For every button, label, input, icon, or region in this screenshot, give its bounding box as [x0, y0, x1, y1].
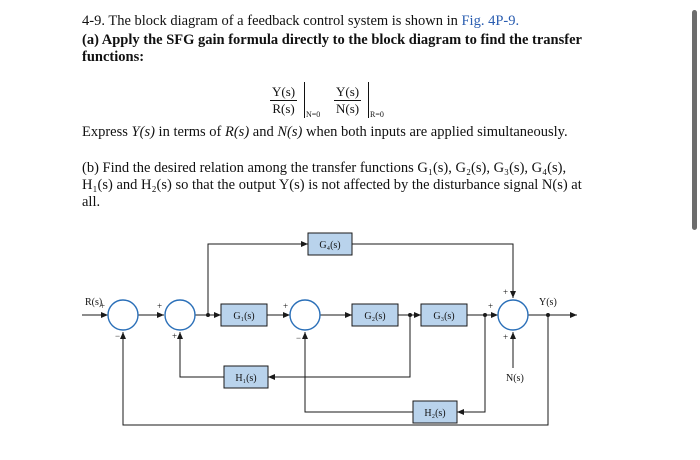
sign-j1-input: +	[100, 301, 105, 311]
scrollbar-thumb[interactable]	[692, 10, 697, 230]
summing-junction-4	[497, 299, 529, 331]
block-g3	[420, 303, 468, 327]
branch-point	[408, 313, 412, 317]
branch-point	[483, 313, 487, 317]
signal-input-label: R(s)	[85, 297, 102, 308]
sign-j2-feedback: +	[172, 331, 177, 341]
part-b-text: (b) Find the desired relation among the …	[82, 160, 582, 210]
problem-statement: 4-9. The block diagram of a feedback con…	[82, 13, 519, 30]
block-g2-label: G₂(s)	[364, 311, 385, 322]
wire-h1-j2	[177, 332, 224, 378]
signal-disturbance-label: N(s)	[506, 373, 524, 384]
block-g3-label: G₃(s)	[433, 311, 454, 322]
block-h1	[223, 365, 269, 389]
wire-to-h2	[457, 315, 486, 415]
part-a-text: (a) Apply the SFG gain formula directly …	[82, 32, 582, 65]
summing-junction-1	[107, 299, 139, 331]
figure-reference-link[interactable]: Fig. 4P-9.	[461, 13, 520, 29]
express-ns: N(s)	[277, 124, 303, 140]
block-g2	[351, 303, 399, 327]
sign-j3-feedback: −	[296, 333, 301, 343]
wire-outer-feedback	[120, 315, 549, 426]
sign-j2-input: +	[157, 301, 162, 311]
block-h2-label: H₂(s)	[424, 408, 445, 419]
wire-to-g4	[207, 241, 308, 315]
evaluation-bar	[368, 82, 369, 118]
block-g4	[307, 232, 353, 256]
sign-j4-bottom: +	[503, 332, 508, 342]
block-h1-label: H₁(s)	[235, 373, 256, 384]
wire-g4-j4	[352, 243, 516, 298]
problem-number: 4-9.	[82, 13, 105, 29]
fraction-denominator: R(s)	[272, 101, 295, 116]
evaluation-bar	[304, 82, 305, 118]
express-text: Express Y(s) in terms of R(s) and N(s) w…	[82, 124, 582, 141]
block-g1-label: G₁(s)	[233, 311, 254, 322]
wire-to-h1	[268, 315, 411, 380]
condition-r-zero: R=0	[370, 110, 384, 119]
sign-j1-feedback: −	[115, 331, 120, 341]
fraction-numerator: Y(s)	[334, 84, 362, 101]
express-suffix: when both inputs are applied simultaneou…	[302, 124, 568, 140]
express-mid: in terms of	[154, 124, 225, 140]
express-prefix: Express	[82, 124, 132, 140]
express-ys: Y(s)	[131, 124, 155, 140]
wire-h2-j3	[302, 332, 413, 413]
fraction-y-over-r: Y(s) R(s)	[270, 84, 298, 117]
problem-intro: The block diagram of a feedback control …	[104, 13, 462, 29]
scrollbar[interactable]	[686, 0, 700, 460]
block-g4-label: G₄(s)	[319, 240, 340, 251]
sign-j4-top: +	[503, 287, 508, 297]
condition-n-zero: N=0	[306, 110, 321, 119]
branch-point	[206, 313, 210, 317]
sign-j4-left: +	[488, 301, 493, 311]
branch-point	[546, 313, 550, 317]
signal-output-label: Y(s)	[539, 297, 557, 308]
fraction-numerator: Y(s)	[270, 84, 298, 101]
summing-junction-2	[164, 299, 196, 331]
block-g1	[220, 303, 268, 327]
fraction-denominator: N(s)	[336, 101, 360, 116]
fraction-y-over-n: Y(s) N(s)	[334, 84, 362, 117]
block-h2	[412, 400, 458, 424]
express-rs: R(s)	[225, 124, 250, 140]
sign-j3-input: +	[283, 301, 288, 311]
express-and: and	[249, 124, 278, 140]
summing-junction-3	[289, 299, 321, 331]
